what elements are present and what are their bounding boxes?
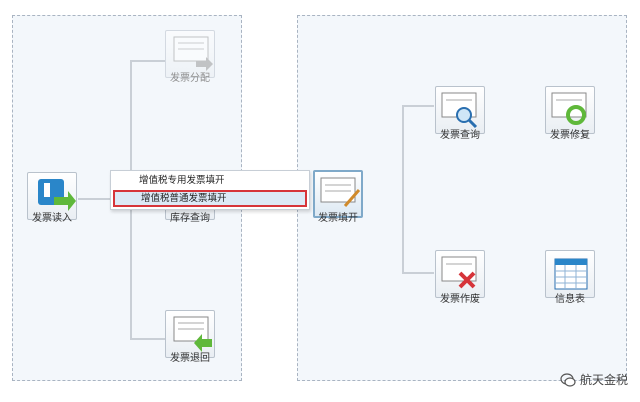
invoice-repair-label: 发票修复 <box>550 130 590 141</box>
invoice-void-label: 发票作废 <box>440 294 480 305</box>
invoice-fill-button[interactable] <box>313 170 363 218</box>
invoice-return-label: 发票退回 <box>170 353 210 364</box>
invoice-fill-label: 发票填开 <box>318 213 358 224</box>
table-icon <box>554 258 588 290</box>
watermark-text: 航天金税 <box>579 373 628 387</box>
repair-refresh-icon <box>551 92 587 125</box>
invoice-distribute-icon <box>173 36 213 71</box>
invoice-read-button[interactable] <box>27 172 77 220</box>
invoice-fill-icon <box>320 177 361 207</box>
connector-line <box>402 272 434 274</box>
menu-item-general-vat-invoice[interactable]: 增值税普通发票填开 <box>113 190 307 207</box>
connector-line <box>130 60 165 62</box>
magnifier-icon <box>441 92 478 129</box>
invoice-repair-button[interactable] <box>545 86 595 134</box>
connector-line <box>402 105 434 107</box>
wechat-icon <box>560 372 576 387</box>
void-x-icon <box>441 256 477 289</box>
info-table-label: 信息表 <box>555 294 585 305</box>
invoice-read-label: 发票读入 <box>32 213 72 224</box>
invoice-void-button[interactable] <box>435 250 485 298</box>
usb-import-icon <box>38 179 76 211</box>
invoice-return-icon <box>173 316 212 352</box>
connector-line <box>130 338 165 340</box>
info-table-button[interactable] <box>545 250 595 298</box>
invoice-distribute-label: 发票分配 <box>170 73 210 84</box>
invoice-fill-menu: 增值税专用发票填开 增值税普通发票填开 <box>110 170 310 210</box>
connector-line <box>402 105 404 273</box>
inventory-query-label: 库存查询 <box>170 213 210 224</box>
invoice-distribute-button[interactable] <box>165 30 215 78</box>
invoice-query-label: 发票查询 <box>440 130 480 141</box>
invoice-return-button[interactable] <box>165 310 215 358</box>
invoice-query-button[interactable] <box>435 86 485 134</box>
watermark: 航天金税 <box>560 371 628 388</box>
menu-item-special-vat-invoice[interactable]: 增值税专用发票填开 <box>139 175 225 186</box>
